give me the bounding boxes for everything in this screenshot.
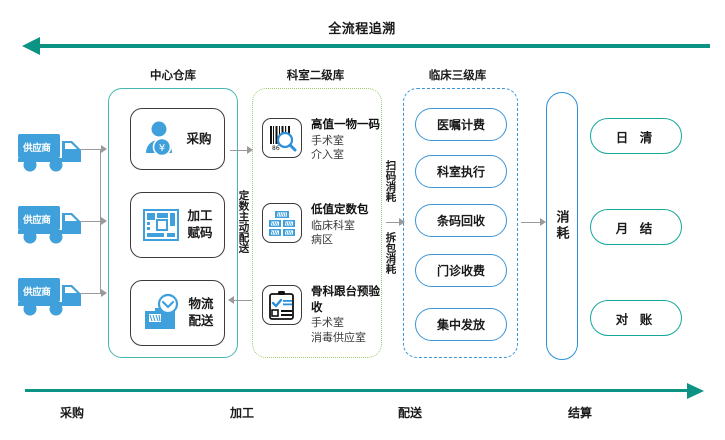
- card-processing-coding[interactable]: 加工 赋码: [130, 192, 225, 258]
- connector-c3-consume-head: [540, 218, 546, 226]
- row-title: 高值一物一码: [311, 119, 380, 131]
- consume-capsule-label: 消耗: [554, 210, 570, 242]
- row-ortho-pre-acceptance-text: 骨科跟台预验收 手术室 消毒供应室: [311, 285, 384, 346]
- supplier-truck-2[interactable]: 供应商: [16, 200, 86, 245]
- zone-department-secondary: [252, 88, 382, 358]
- card-logistics-delivery-label: 物流 配送: [188, 296, 213, 330]
- supplier-label: 供应商: [23, 287, 51, 298]
- connector-c2-c1-line: [234, 300, 252, 302]
- supplier-connector-vertical-bottom: [100, 221, 102, 293]
- truck-icon: [18, 278, 81, 316]
- card-procurement-label: 采购: [186, 131, 212, 146]
- card-logistics-line2: 配送: [188, 314, 214, 328]
- column-header-clinical-tertiary: 临床三级库: [428, 70, 487, 82]
- supplier-label: 供应商: [23, 143, 51, 154]
- connector-c1-c2-line: [230, 150, 248, 152]
- boxes-icon-box: [262, 203, 302, 243]
- logistics-clock-icon: [145, 293, 179, 329]
- row-high-value-code-text: 高值一物一码 手术室 介入室: [311, 118, 380, 163]
- connector-c3-consume-line: [521, 222, 541, 224]
- clipboard-check-icon-box: [262, 285, 302, 325]
- row-low-value-pack[interactable]: 低值定数包 临床科室 病区: [262, 203, 380, 248]
- supplier-connector-2: [80, 221, 102, 223]
- row-high-value-code[interactable]: 86 高值一物一码 手术室 介入室: [262, 118, 380, 163]
- row-sub1: 手术室: [311, 134, 344, 147]
- supplier-label: 供应商: [23, 215, 51, 226]
- bottom-stage-delivery: 配送: [397, 406, 422, 420]
- pill-order-billing[interactable]: 医嘱计费: [415, 108, 507, 141]
- row-sub2: 介入室: [311, 149, 344, 162]
- card-processing-coding-label: 加工 赋码: [187, 208, 212, 242]
- svg-text:86: 86: [272, 145, 280, 152]
- column-header-department-secondary: 科室二级库: [286, 70, 345, 82]
- row-sub2: 病区: [311, 234, 333, 247]
- bottom-stage-procurement: 采购: [59, 406, 84, 420]
- pill-daily-clear[interactable]: 日 清: [590, 118, 682, 154]
- truck-icon: [18, 206, 81, 244]
- connector-c2-c3-head: [399, 218, 405, 226]
- top-flow-label: 全流程追溯: [328, 21, 396, 36]
- bottom-stage-processing: 加工: [229, 406, 254, 420]
- bottom-stage-settlement: 结算: [567, 406, 592, 420]
- circuit-board-icon: [143, 209, 180, 241]
- card-logistics-delivery[interactable]: 物流 配送: [130, 280, 225, 346]
- card-processing-line1: 加工: [187, 209, 213, 224]
- consume-capsule[interactable]: 消耗: [546, 92, 578, 360]
- row-title: 骨科跟台预验收: [311, 286, 380, 314]
- column-header-central-warehouse: 中心仓库: [150, 70, 196, 82]
- barcode-scan-icon-box: 86: [262, 118, 302, 158]
- supplier-connector-1: [80, 149, 102, 151]
- connector-c2-c1-head: [228, 296, 234, 304]
- pill-monthly-settle[interactable]: 月 结: [590, 209, 682, 245]
- truck-icon: [18, 134, 81, 172]
- annotation-fixed-quantity-delivery: 定数主动配送: [237, 190, 250, 253]
- row-sub1: 临床科室: [311, 219, 355, 232]
- pill-outpatient-charge[interactable]: 门诊收费: [415, 254, 507, 287]
- supplier-truck-3[interactable]: 供应商: [16, 272, 86, 317]
- boxes-icon: [269, 211, 295, 236]
- bottom-flow-arrow-line: [25, 389, 691, 392]
- supplier-connector-vertical-top: [100, 149, 102, 221]
- clipboard-check-icon: [269, 291, 294, 320]
- pill-reconciliation[interactable]: 对 账: [590, 300, 682, 336]
- supplier-connector-3: [80, 293, 102, 295]
- row-low-value-pack-text: 低值定数包 临床科室 病区: [311, 203, 369, 248]
- zone-central-warehouse: [108, 88, 238, 358]
- card-logistics-line1: 物流: [188, 297, 214, 312]
- card-procurement[interactable]: ¥ 采购: [130, 108, 225, 170]
- annotation-unpack-consume: 拆包消耗: [384, 232, 397, 274]
- supplier-arrow-head-2: [101, 217, 107, 225]
- svg-text:¥: ¥: [159, 143, 165, 154]
- connector-c2-c3-line: [386, 222, 400, 224]
- pill-department-execution[interactable]: 科室执行: [415, 155, 507, 188]
- row-sub2: 消毒供应室: [311, 331, 366, 344]
- card-processing-line2: 赋码: [187, 226, 213, 240]
- pill-centralized-distribution[interactable]: 集中发放: [415, 308, 507, 341]
- pill-barcode-recycle[interactable]: 条码回收: [415, 204, 507, 237]
- annotation-scan-consume: 扫码消耗: [384, 160, 397, 202]
- row-title: 低值定数包: [311, 204, 369, 216]
- person-money-icon: ¥: [146, 121, 173, 157]
- barcode-scan-icon: 86: [270, 126, 297, 152]
- row-sub1: 手术室: [311, 317, 344, 330]
- connector-c1-c2-head: [247, 146, 253, 154]
- supplier-arrow-head-1: [101, 145, 107, 153]
- top-flow-arrow-line: [38, 44, 710, 48]
- supplier-arrow-head-3: [101, 289, 107, 297]
- row-ortho-pre-acceptance[interactable]: 骨科跟台预验收 手术室 消毒供应室: [262, 285, 384, 346]
- supplier-truck-1[interactable]: 供应商: [16, 128, 86, 173]
- top-flow-arrow-head: [22, 37, 40, 55]
- bottom-flow-arrow-head: [687, 383, 704, 399]
